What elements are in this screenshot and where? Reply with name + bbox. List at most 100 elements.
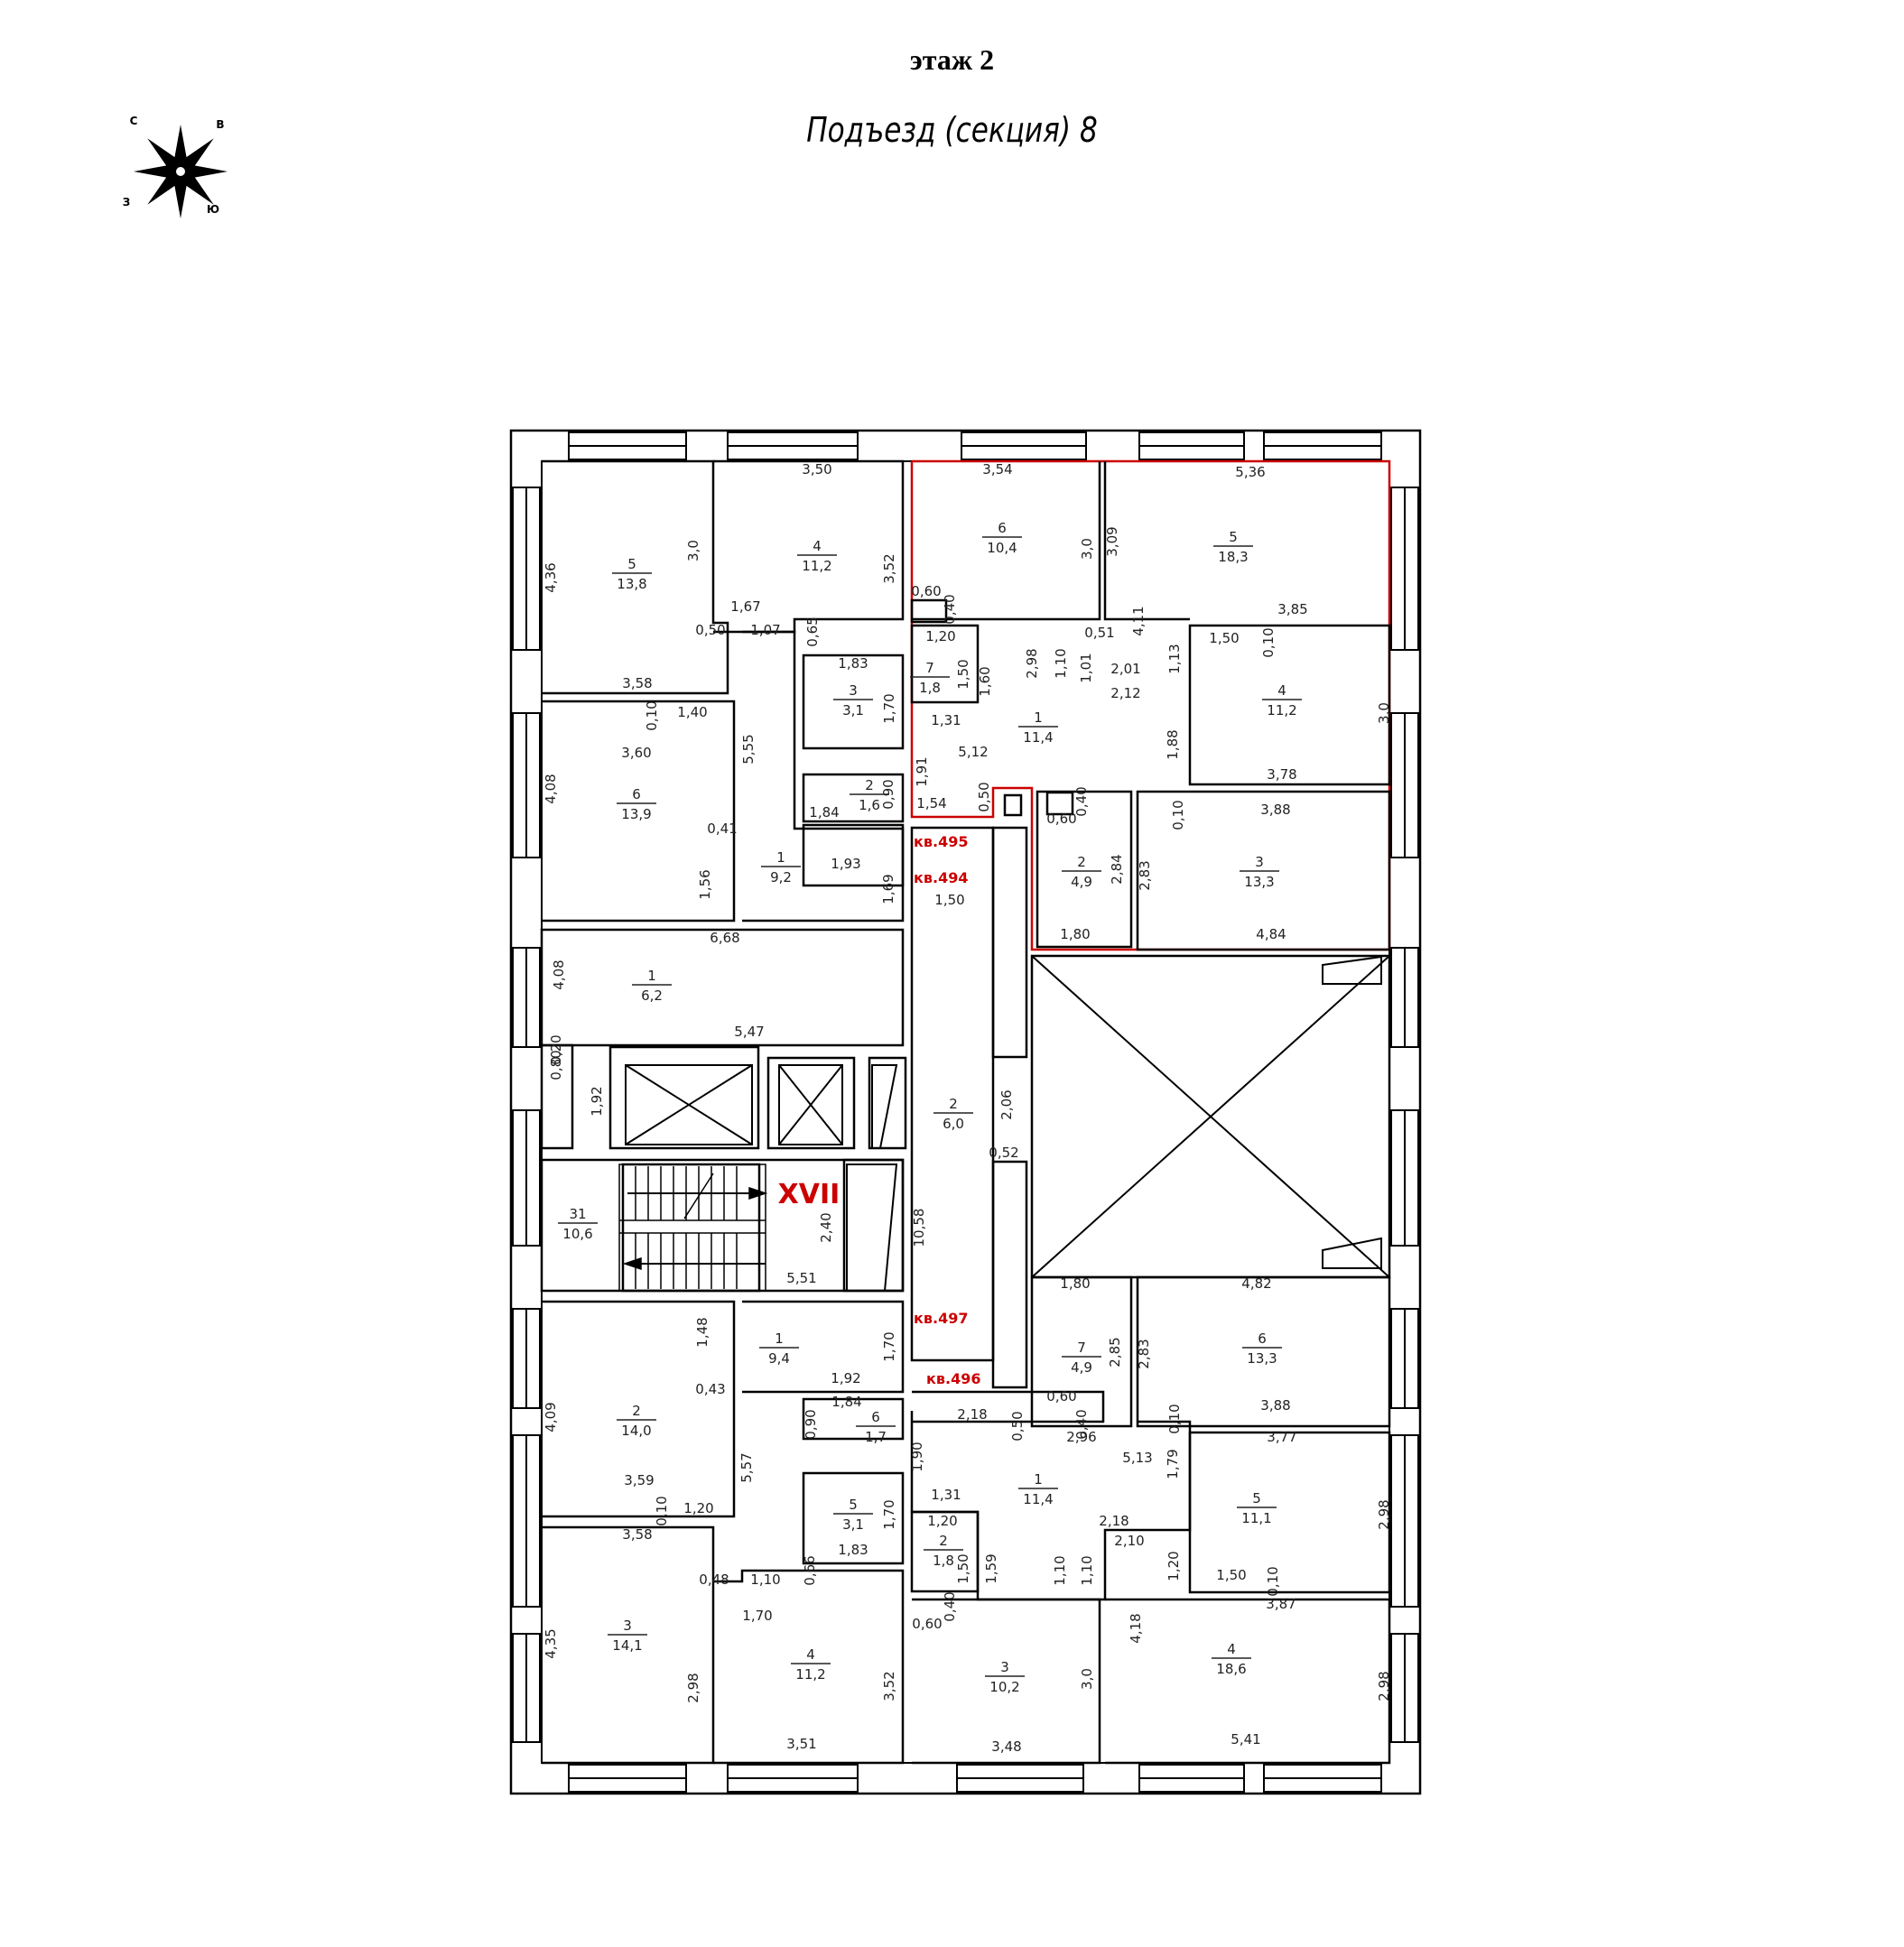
dimension-label: 0,10 <box>654 1496 670 1525</box>
dimension-label: 0,60 <box>912 1616 942 1632</box>
dimension-label: 5,57 <box>738 1452 755 1482</box>
room-label: 613,3 <box>1242 1330 1282 1367</box>
dimension-label: 1,59 <box>983 1553 999 1583</box>
floor-title: этаж 2 <box>909 43 995 76</box>
room-area: 18,6 <box>1216 1661 1246 1677</box>
dimension-label: 0,90 <box>880 779 896 809</box>
dimension-label: 0,10 <box>1265 1566 1281 1596</box>
dimension-label: 1,13 <box>1166 644 1183 673</box>
dimension-label: 1,50 <box>955 659 971 689</box>
room-number: 4 <box>1277 682 1286 699</box>
room-label: 314,1 <box>608 1618 647 1654</box>
room-number: 4 <box>813 538 822 554</box>
dimension-label: 0,50 <box>695 622 725 638</box>
room-area: 10,4 <box>987 540 1017 556</box>
dimension-label: 0,50 <box>976 782 992 811</box>
dimension-label: 1,07 <box>750 622 780 638</box>
room-number: 4 <box>806 1646 815 1663</box>
dimension-label: 0,48 <box>699 1572 729 1588</box>
room-area: 14,0 <box>621 1423 651 1439</box>
dimension-label: 0,60 <box>1046 811 1076 827</box>
room-label: 313,3 <box>1240 854 1279 890</box>
dimension-label: 1,56 <box>697 869 713 899</box>
apartment-label: кв.494 <box>914 869 968 886</box>
apartment-label: кв.496 <box>926 1370 980 1387</box>
dimension-label: 1,70 <box>742 1608 772 1624</box>
room-area: 1,7 <box>865 1429 887 1445</box>
dimension-label: 5,36 <box>1235 464 1265 480</box>
dimension-label: 0,10 <box>644 700 660 730</box>
room-label: 19,2 <box>761 849 801 885</box>
room-area: 9,4 <box>768 1350 790 1367</box>
room-label: 411,2 <box>797 538 837 574</box>
room-area: 11,4 <box>1023 729 1053 746</box>
dimension-label: 0,40 <box>1073 1409 1090 1439</box>
dimension-label: 5,12 <box>958 744 988 760</box>
room-number: 1 <box>1034 1471 1043 1488</box>
apartment-label: кв.497 <box>914 1310 968 1327</box>
dimension-label: 1,60 <box>977 666 993 696</box>
dimension-label: 1,91 <box>914 756 930 786</box>
dimension-label: 4,36 <box>543 562 559 592</box>
room-number: 3 <box>849 682 858 699</box>
dimension-label: 1,10 <box>1052 1555 1068 1585</box>
room-label: 26,0 <box>933 1096 973 1132</box>
dimension-label: 2,40 <box>818 1212 834 1242</box>
dimension-label: 1,93 <box>831 856 860 872</box>
dimension-label: 2,96 <box>1066 1429 1096 1445</box>
dimension-label: 5,13 <box>1122 1450 1152 1466</box>
room-label: 411,2 <box>1262 682 1302 719</box>
room-number: 1 <box>776 849 785 866</box>
dimension-label: 0,60 <box>911 583 941 599</box>
dimension-label: 2,98 <box>1376 1671 1392 1701</box>
room-walls <box>540 459 1391 1765</box>
apartment-label: кв.495 <box>914 833 968 850</box>
building-walls <box>509 429 1422 1795</box>
staircase <box>618 1164 768 1292</box>
room-label: 21,6 <box>850 777 889 813</box>
dimension-label: 0,40 <box>942 594 958 624</box>
dimension-label: 3,0 <box>1079 1668 1095 1690</box>
dimension-label: 1,84 <box>809 804 839 821</box>
apartment-labels: кв.495 кв.494 кв.497 кв.496 <box>914 833 980 1387</box>
dimension-label: 4,84 <box>1256 926 1286 942</box>
dimension-label: 1,80 <box>1060 1275 1090 1292</box>
dimension-label: 0,65 <box>804 617 821 646</box>
room-label: 33,1 <box>833 682 873 719</box>
room-label: 21,8 <box>924 1533 963 1569</box>
dimension-label: 1,20 <box>1166 1551 1182 1581</box>
dimension-label: 1,92 <box>831 1370 860 1386</box>
room-area: 13,3 <box>1244 874 1274 890</box>
dimension-label: 1,79 <box>1165 1449 1181 1479</box>
dimension-label: 3,54 <box>982 461 1012 477</box>
room-label: 16,2 <box>632 968 672 1004</box>
dimension-label: 5,47 <box>734 1024 764 1040</box>
dimension-label: 3,51 <box>786 1736 816 1752</box>
dimension-label: 1,50 <box>934 892 964 908</box>
room-number: 6 <box>871 1409 880 1425</box>
elevator-shafts <box>625 955 1390 1292</box>
room-label: 418,6 <box>1212 1641 1251 1677</box>
dimension-label: 2,98 <box>1024 648 1040 678</box>
room-label: 19,4 <box>759 1330 799 1367</box>
dimension-label: 4,82 <box>1241 1275 1271 1292</box>
room-area: 9,2 <box>770 869 792 885</box>
dimension-label: 1,50 <box>1216 1567 1246 1583</box>
compass-letter-north: С <box>130 115 138 127</box>
dimension-label: 1,31 <box>931 1487 961 1503</box>
dimension-label: 1,90 <box>909 1442 925 1471</box>
room-area: 6,0 <box>943 1116 964 1132</box>
dimension-label: 3,52 <box>881 1671 897 1701</box>
dimension-label: 5,55 <box>740 734 757 764</box>
room-label: 511,1 <box>1237 1490 1277 1526</box>
dimension-label: 6,68 <box>710 930 739 946</box>
room-area: 10,6 <box>562 1226 592 1242</box>
room-number: 2 <box>939 1533 948 1549</box>
room-area: 4,9 <box>1071 874 1092 890</box>
room-area: 1,8 <box>919 680 941 696</box>
dimension-label: 2,10 <box>1114 1533 1144 1549</box>
dimension-label: 2,98 <box>1376 1499 1392 1529</box>
dimension-label: 1,70 <box>881 1331 897 1361</box>
room-number: 5 <box>1229 529 1238 545</box>
